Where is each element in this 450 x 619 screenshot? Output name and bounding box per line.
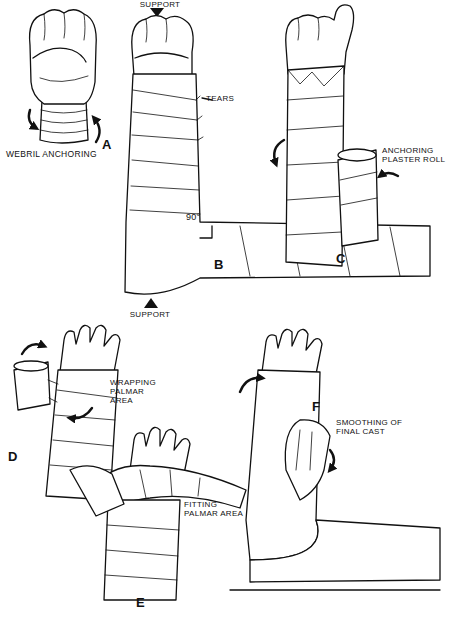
line-art <box>135 53 188 58</box>
line-art <box>146 19 167 42</box>
line-art <box>380 173 398 176</box>
line-art <box>262 329 322 374</box>
line-art <box>338 149 376 161</box>
line-art <box>40 76 88 82</box>
line-art <box>274 140 284 164</box>
line-art <box>200 226 212 238</box>
line-art <box>22 344 44 354</box>
line-art <box>330 450 334 470</box>
line-art <box>105 525 179 580</box>
line-art <box>44 13 85 40</box>
line-art <box>144 298 158 308</box>
line-art <box>50 390 117 470</box>
line-art <box>33 48 86 62</box>
panel-c-drawing <box>274 5 398 266</box>
line-art <box>340 172 377 205</box>
panel-letter: F <box>312 400 328 415</box>
line-art <box>14 361 48 371</box>
angle-label: 90° <box>186 212 216 222</box>
line-art <box>60 325 120 372</box>
line-art <box>296 430 312 470</box>
line-art <box>30 10 97 104</box>
step-label: TEARS <box>206 94 256 103</box>
line-art <box>298 18 319 40</box>
line-art <box>130 90 200 214</box>
line-art <box>338 150 378 246</box>
line-art <box>48 380 58 402</box>
line-art <box>29 110 36 128</box>
line-art <box>230 589 440 590</box>
step-label: WRAPPING PALMAR AREA <box>110 378 166 406</box>
panel-e-drawing <box>70 427 246 600</box>
line-art <box>125 74 430 294</box>
line-art <box>250 520 440 582</box>
panel-a-drawing <box>29 10 100 143</box>
panel-letter: B <box>214 258 230 273</box>
line-art <box>286 66 344 266</box>
line-art <box>132 16 193 77</box>
line-art <box>286 66 344 235</box>
line-art <box>40 100 88 143</box>
line-art <box>70 466 124 516</box>
support-label: SUPPORT <box>130 0 190 9</box>
line-art <box>196 96 203 140</box>
step-label: FITTING PALMAR AREA <box>184 500 246 518</box>
line-art <box>14 362 50 410</box>
line-art <box>104 500 180 600</box>
step-label: ANCHORING PLASTER ROLL <box>382 146 448 164</box>
panel-f-drawing <box>230 329 440 590</box>
line-art <box>286 5 354 74</box>
panel-letter: A <box>102 138 118 153</box>
line-art <box>140 470 200 498</box>
panel-letter: E <box>136 596 152 611</box>
panel-letter: C <box>336 252 352 267</box>
panel-letter: D <box>8 450 24 465</box>
line-art <box>240 378 262 392</box>
line-art <box>40 110 88 133</box>
support-label: SUPPORT <box>120 310 180 319</box>
line-art <box>285 420 330 500</box>
step-label: SMOOTHING OF FINAL CAST <box>336 418 406 436</box>
line-art <box>94 118 100 142</box>
step-label: WEBRIL ANCHORING <box>6 150 118 160</box>
line-art <box>70 408 92 418</box>
